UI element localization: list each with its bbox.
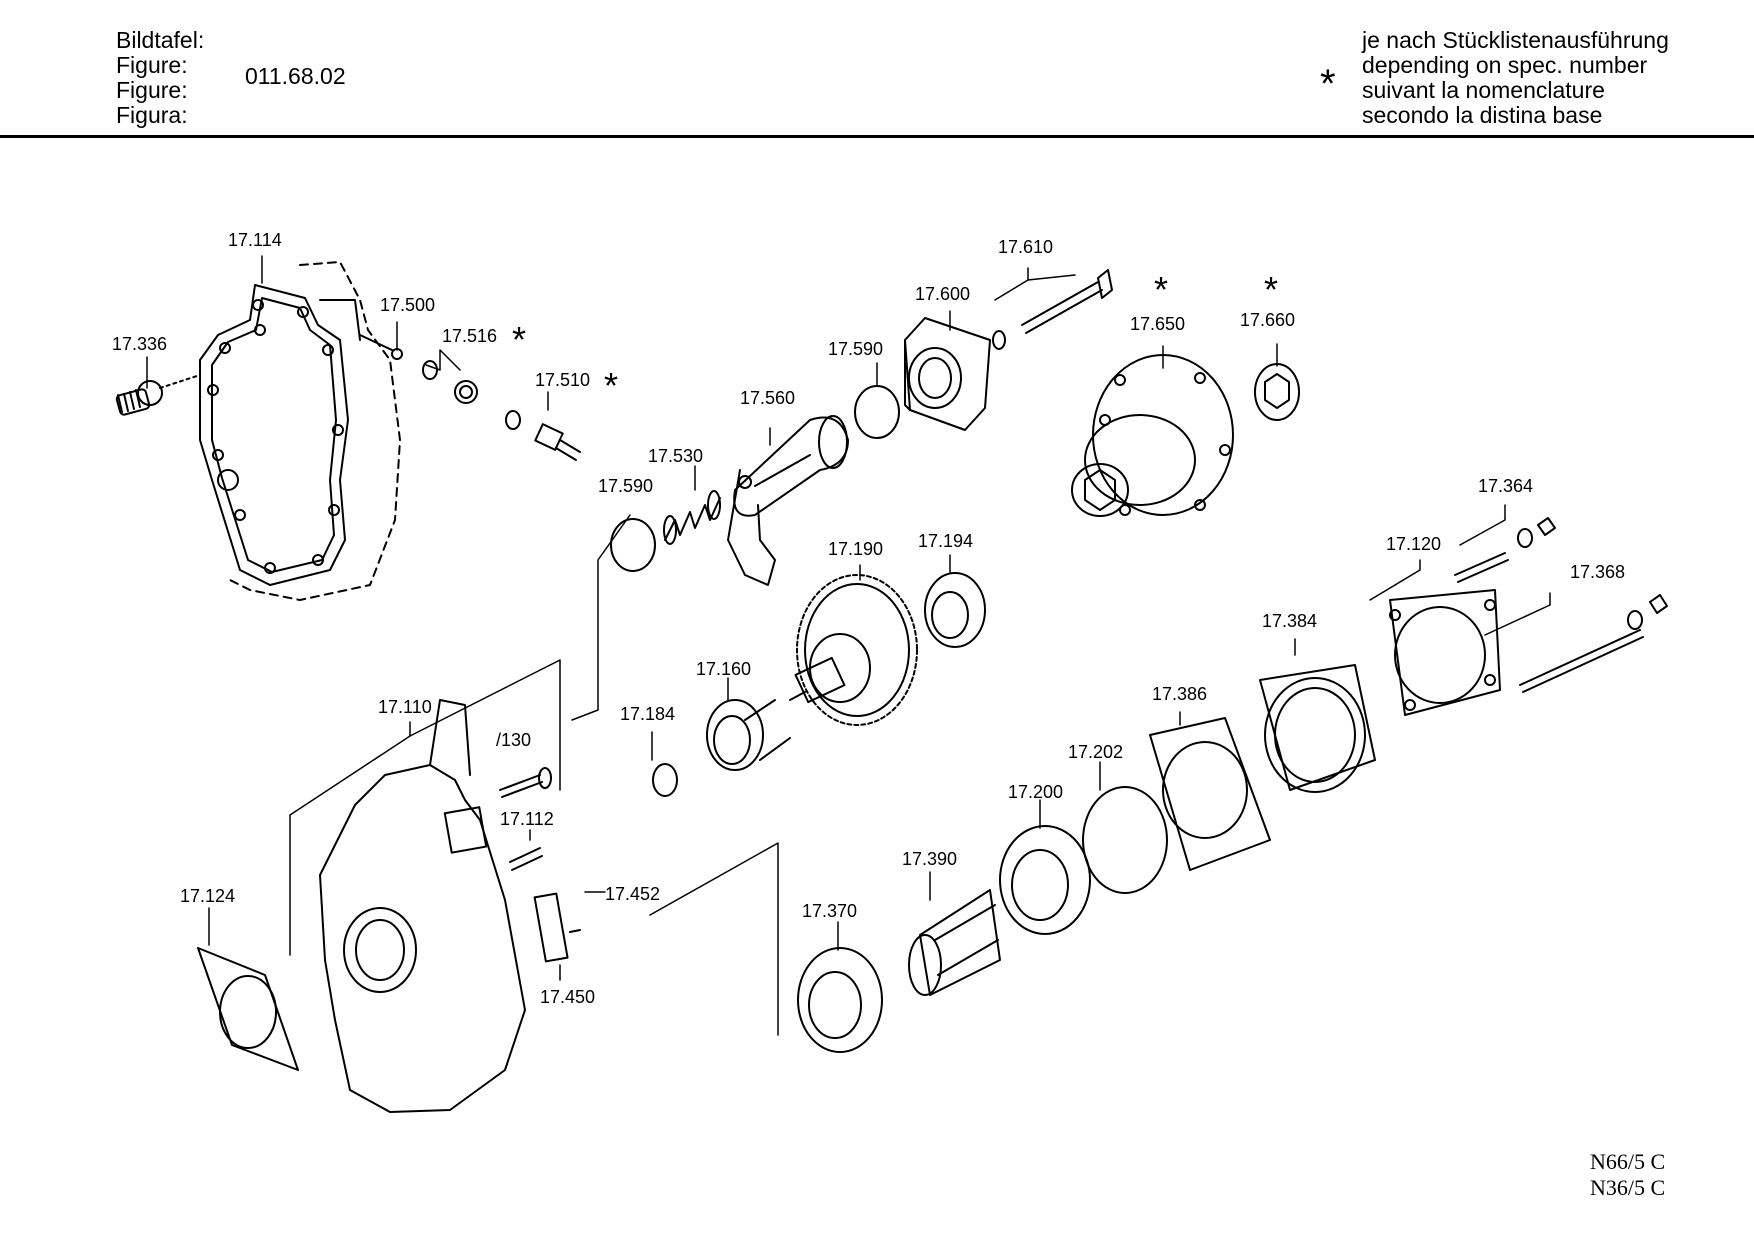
dowel-pin-drawing xyxy=(509,847,543,871)
part-label-17-370: 17.370 xyxy=(802,901,857,921)
part-label-17-202: 17.202 xyxy=(1068,742,1123,762)
part-label-17-560: 17.560 xyxy=(740,388,795,408)
output-shaft-drawing xyxy=(908,889,1001,996)
figure-label-it: Figura: xyxy=(116,102,188,128)
o-ring-lower-drawing xyxy=(610,518,656,572)
part-label-17-450: 17.450 xyxy=(540,987,595,1007)
housing-gasket-drawing xyxy=(197,947,299,1071)
figure-label-de: Bildtafel: xyxy=(116,27,205,53)
part-label-130: /130 xyxy=(496,730,531,750)
figure-label-block: Bildtafel: Figure: Figure: Figura: xyxy=(116,28,204,128)
part-label-17-600: 17.600 xyxy=(915,284,970,304)
stud-lower-drawing xyxy=(1519,594,1668,693)
bolt-drawing xyxy=(992,269,1113,350)
output-bearing-drawing xyxy=(999,825,1091,935)
part-label-17-660: 17.660 xyxy=(1240,310,1295,330)
needle-cage-drawing xyxy=(652,699,791,797)
part-label-17-530: 17.530 xyxy=(648,446,703,466)
screw-drawing xyxy=(115,374,201,416)
part-label-17-184: 17.184 xyxy=(620,704,675,724)
part-label-17-364: 17.364 xyxy=(1478,476,1533,496)
cover-gasket-drawing xyxy=(199,261,401,601)
leader-lines xyxy=(146,255,1551,1036)
spec-note-en: depending on spec. number xyxy=(1362,52,1648,78)
part-label-17-390: 17.390 xyxy=(902,849,957,869)
o-ring-upper-drawing xyxy=(854,385,900,439)
part-label-17-160: 17.160 xyxy=(696,659,751,679)
part-label-17-190: 17.190 xyxy=(828,539,883,559)
sensor-parts-drawing xyxy=(359,334,581,461)
bearing-cover-drawing xyxy=(1389,589,1501,716)
spec-note-de: je nach Stücklistenausführung xyxy=(1362,27,1669,53)
gear-bearing-drawing xyxy=(924,572,986,648)
part-label-17-194: 17.194 xyxy=(918,531,973,551)
gear-drawing xyxy=(789,574,918,726)
flange-gasket-drawing xyxy=(1149,717,1271,871)
part-label-17-590-upper: 17.590 xyxy=(828,339,883,359)
shim-ring-drawing xyxy=(1082,786,1168,894)
bearing-housing-drawing xyxy=(904,317,991,431)
model-ref-1: N66/5 C xyxy=(1590,1149,1666,1174)
shaft-seal-drawing xyxy=(1254,363,1300,421)
part-label-17-590-lower: 17.590 xyxy=(598,476,653,496)
cover-plate-drawing xyxy=(533,892,569,963)
model-ref-2: N36/5 C xyxy=(1590,1175,1666,1200)
part-label-17-452: 17.452 xyxy=(605,884,660,904)
spring-drawing xyxy=(663,490,721,545)
small-screw-drawing xyxy=(569,929,581,933)
housing-bolt-drawing xyxy=(499,767,552,798)
part-label-17-610: 17.610 xyxy=(998,237,1053,257)
figure-label-fr: Figure: xyxy=(116,77,188,103)
stud-upper-drawing xyxy=(1454,517,1556,583)
shaft-bearing-drawing xyxy=(797,947,883,1053)
part-label-17-336: 17.336 xyxy=(112,334,167,354)
part-label-17-650: 17.650 xyxy=(1130,314,1185,334)
figure-label-en: Figure: xyxy=(116,52,188,78)
part-label-17-368: 17.368 xyxy=(1570,562,1625,582)
spec-asterisk-17-660: * xyxy=(1264,269,1278,310)
flange-cover-drawing xyxy=(1259,664,1376,793)
header-rule xyxy=(0,135,1754,138)
spec-asterisk-17-510: * xyxy=(604,365,618,406)
spec-asterisk-17-516: * xyxy=(512,319,526,360)
output-flange-drawing xyxy=(1071,354,1234,517)
part-label-17-200: 17.200 xyxy=(1008,782,1063,802)
gearbox-housing-drawing xyxy=(319,699,526,1113)
part-label-17-510: 17.510 xyxy=(535,370,590,390)
part-label-17-124: 17.124 xyxy=(180,886,235,906)
spec-note-it: secondo la distina base xyxy=(1362,102,1603,128)
figure-number: 011.68.02 xyxy=(245,63,346,89)
part-label-17-386: 17.386 xyxy=(1152,684,1207,704)
spec-note-block: je nach Stücklistenausführung depending … xyxy=(1362,28,1669,128)
part-label-17-516: 17.516 xyxy=(442,326,497,346)
spec-note-asterisk: * xyxy=(1320,62,1336,106)
part-label-17-112: 17.112 xyxy=(500,809,554,829)
spec-asterisk-17-650: * xyxy=(1154,269,1168,310)
spec-note-fr: suivant la nomenclature xyxy=(1362,77,1605,103)
part-label-17-110: 17.110 xyxy=(378,697,432,717)
shift-fork-drawing xyxy=(727,415,849,586)
part-label-17-384: 17.384 xyxy=(1262,611,1317,631)
part-label-17-114: 17.114 xyxy=(228,230,282,250)
part-label-17-120: 17.120 xyxy=(1386,534,1441,554)
part-label-17-500: 17.500 xyxy=(380,295,435,315)
